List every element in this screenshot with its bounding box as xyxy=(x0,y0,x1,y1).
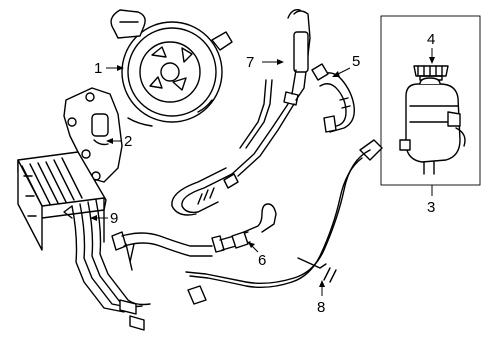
callout-1: 1 xyxy=(94,60,102,77)
callout-6: 6 xyxy=(258,252,266,269)
callout-5: 5 xyxy=(352,53,360,70)
power-steering-oil-cooler xyxy=(17,151,151,331)
callout-labels: 1 2 3 4 5 6 7 8 9 xyxy=(94,31,435,316)
callout-9: 9 xyxy=(110,210,118,227)
cooler-return-hose xyxy=(111,203,277,271)
pressure-hose-assembly xyxy=(171,8,311,216)
callout-3: 3 xyxy=(427,199,435,216)
reservoir-box xyxy=(380,15,481,186)
reservoir-cap xyxy=(413,65,449,81)
pump-mounting-bracket xyxy=(63,87,123,183)
callout-leaders xyxy=(90,48,435,296)
return-hose xyxy=(311,63,355,133)
power-steering-reservoir xyxy=(399,77,466,175)
callout-4: 4 xyxy=(427,31,435,48)
callout-2: 2 xyxy=(124,133,132,150)
reservoir-return-hose xyxy=(185,139,383,305)
power-steering-pump xyxy=(110,9,233,127)
callout-7: 7 xyxy=(246,54,254,71)
callout-8: 8 xyxy=(317,299,325,316)
